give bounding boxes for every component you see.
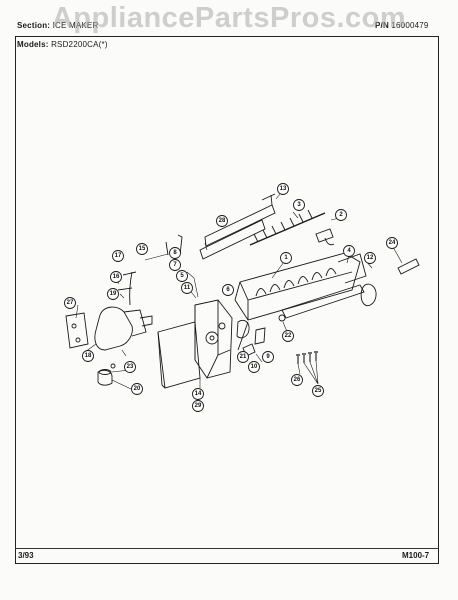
callout-number: 10 <box>251 364 258 370</box>
callout-20 <box>131 383 143 395</box>
callout-number: 8 <box>173 250 177 256</box>
callout-5 <box>176 270 188 282</box>
screw-set <box>297 353 317 364</box>
callout-number: 3 <box>297 202 301 208</box>
shut-off-switch <box>254 327 266 345</box>
screw <box>278 314 286 322</box>
callout-28 <box>216 215 228 227</box>
section-header: Section: ICE MAKER <box>17 21 98 30</box>
water-valve <box>94 306 133 351</box>
callout-number: 9 <box>266 354 270 360</box>
fill-tube <box>397 258 420 275</box>
callout-number: 11 <box>184 285 191 291</box>
callout-number: 14 <box>195 391 202 397</box>
callout-1 <box>280 252 292 264</box>
callout-number: 4 <box>347 248 351 254</box>
callout-21 <box>237 351 249 363</box>
heater-bracket <box>261 193 276 206</box>
inlet-fitting <box>97 369 113 386</box>
fill-cup <box>360 283 377 307</box>
callout-18 <box>82 350 94 362</box>
callout-number: 13 <box>280 186 287 192</box>
callout-number: 20 <box>134 386 141 392</box>
callout-number: 21 <box>240 354 247 360</box>
callout-19 <box>107 288 119 300</box>
callout-number: 19 <box>110 291 117 297</box>
section-value: ICE MAKER <box>52 21 99 30</box>
watermark: AppliancePartsPros.com <box>51 2 407 34</box>
mounting-plate <box>236 319 250 339</box>
callout-15 <box>136 243 148 255</box>
valve-bracket <box>65 312 89 349</box>
callout-number: 16 <box>113 274 120 280</box>
callout-25 <box>312 385 324 397</box>
callout-number: 5 <box>180 273 184 279</box>
callout-bubbles <box>64 183 398 412</box>
callout-number: 2 <box>339 212 343 218</box>
callout-number: 22 <box>285 333 292 339</box>
callout-number: 25 <box>315 388 322 394</box>
callout-24 <box>386 237 398 249</box>
cover <box>157 321 201 389</box>
callout-number: 23 <box>127 364 134 370</box>
callout-26 <box>291 374 303 386</box>
part-number-label: P/N <box>375 21 389 30</box>
callout-number: 17 <box>115 253 122 259</box>
mold-heater <box>281 284 365 319</box>
callout-12 <box>364 252 376 264</box>
callout-number: 1 <box>284 255 288 261</box>
water-valve-wire <box>129 271 133 306</box>
callout-14 <box>192 388 204 400</box>
callout-number: 26 <box>294 377 301 383</box>
callout-23 <box>124 361 136 373</box>
callout-2 <box>335 209 347 221</box>
callout-number: 27 <box>67 300 74 306</box>
callout-22 <box>282 330 294 342</box>
models-label: Models: <box>17 40 49 49</box>
callout-10 <box>248 361 260 373</box>
callout-8 <box>169 247 181 259</box>
footer-rule <box>15 548 439 549</box>
stripper-clip <box>315 228 334 243</box>
shut-off-arm <box>199 219 266 260</box>
callout-7 <box>169 259 181 271</box>
callout-number: 15 <box>139 246 146 252</box>
callout-11 <box>181 282 193 294</box>
mold-end-cap <box>337 253 367 284</box>
callout-number: 28 <box>219 218 226 224</box>
mold-heater-bar <box>204 204 276 247</box>
section-label: Section: <box>17 21 51 30</box>
callout-9 <box>262 351 274 363</box>
callout-29 <box>192 400 204 412</box>
callout-number: 7 <box>173 262 177 268</box>
callout-3 <box>293 199 305 211</box>
callout-17 <box>112 250 124 262</box>
callout-number: 12 <box>367 255 374 261</box>
models-header: Models: RSD2200CA(*) <box>17 40 108 49</box>
callout-27 <box>64 297 76 309</box>
footer-code: M100-7 <box>402 551 430 560</box>
callout-4 <box>343 245 355 257</box>
callout-6 <box>222 284 234 296</box>
callout-number: 29 <box>195 403 202 409</box>
callout-13 <box>277 183 289 195</box>
models-value: RSD2200CA(*) <box>51 40 108 49</box>
footer-date: 3/93 <box>18 551 34 560</box>
part-number-value: 16000479 <box>391 21 429 30</box>
drive-gear <box>205 331 219 345</box>
ejector-blades <box>253 209 313 243</box>
callout-16 <box>110 271 122 283</box>
callout-number: 18 <box>85 353 92 359</box>
ejector-shaft <box>249 212 326 246</box>
callout-numbers: 13 28 3 2 24 4 1 12 8 7 5 11 6 15 17 16 … <box>67 186 396 409</box>
diagram-frame <box>15 36 439 564</box>
callout-number: 24 <box>389 240 396 246</box>
callout-number: 6 <box>226 287 230 293</box>
part-number-header: P/N 16000479 <box>375 21 429 30</box>
